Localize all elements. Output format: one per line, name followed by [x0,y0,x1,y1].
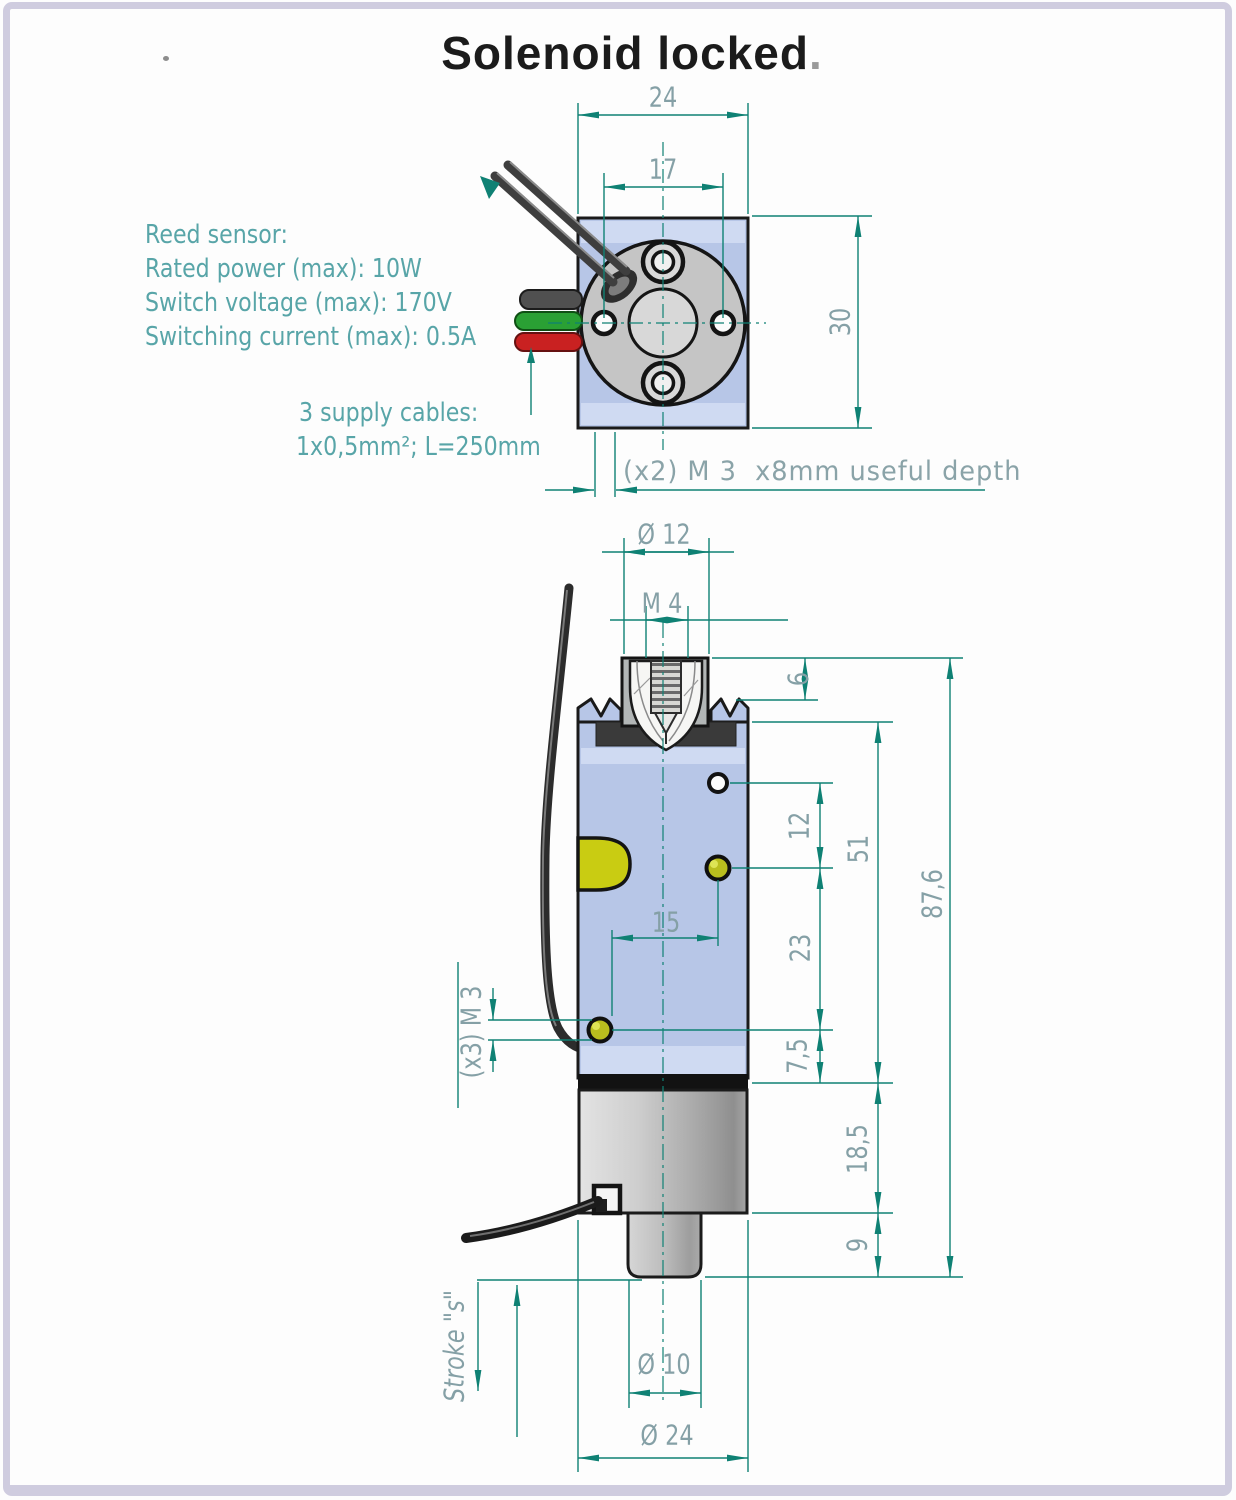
screw-boss-bottom [640,360,686,406]
supply-cables-note-line2: 1x0,5mm²; L=250mm [296,432,541,462]
dim-30-label: 30 [823,307,857,337]
title-period: . [808,27,823,79]
supply-cable-red [514,332,583,352]
dim-75-label: 7,5 [780,1038,814,1074]
dimension-lines [457,103,985,1472]
side-highlight-top [581,748,745,764]
side-view [461,583,750,1279]
dim-24-label: 24 [648,80,678,114]
lever-wire [461,1196,603,1243]
dim-185-label: 18,5 [840,1124,874,1174]
plunger-cup [620,656,710,752]
supply-cable-green [514,311,583,331]
stroke-label: Stroke "s" [437,1289,471,1403]
dim-23-label: 23 [783,933,817,963]
reed-sensor-note-line4: Switching current (max): 0.5A [145,322,477,352]
dim-6-label: 6 [781,671,815,687]
cable-direction-arrow [480,176,500,199]
body-interface-band [578,1074,748,1090]
reed-sensor-wire [540,583,595,1056]
dim-dia24-label: Ø 24 [640,1418,694,1452]
m3-hole-lower [586,1016,614,1044]
led-window [576,836,632,892]
dim-51-label: 51 [841,834,875,864]
dim-9-label: 9 [840,1237,874,1253]
dim-dia10-label: Ø 10 [637,1347,691,1381]
dim-12-label: 12 [782,811,816,841]
reed-sensor-note-line2: Rated power (max): 10W [145,254,422,284]
dim-dia12-label: Ø 12 [637,517,691,551]
m3x2-thread-note: (x2) M 3 x8mm useful depth [623,456,1022,487]
cable-leader-arrow [527,347,535,363]
dim-15-label: 15 [651,905,681,939]
sensor-cables-diagonal [490,160,631,287]
supply-cable-gray [519,289,583,310]
m4-thread [650,660,682,714]
m3x3-thread-note: (x3) M 3 [454,985,488,1079]
dim-876-label: 87,6 [915,869,949,919]
top-view [490,160,750,430]
dim-17-label: 17 [648,152,678,186]
reed-sensor-note-line1: Reed sensor: [145,220,288,250]
pin-hole [707,772,729,794]
supply-cables-note-line1: 3 supply cables: [299,398,479,428]
m3-hole-upper [704,854,732,882]
dim-m4-label: M 4 [641,586,683,620]
stray-mark [163,56,169,61]
reed-sensor-note-line3: Switch voltage (max): 170V [145,288,452,318]
plunger-rod [626,1211,703,1279]
page-title: Solenoid locked. [441,27,823,79]
